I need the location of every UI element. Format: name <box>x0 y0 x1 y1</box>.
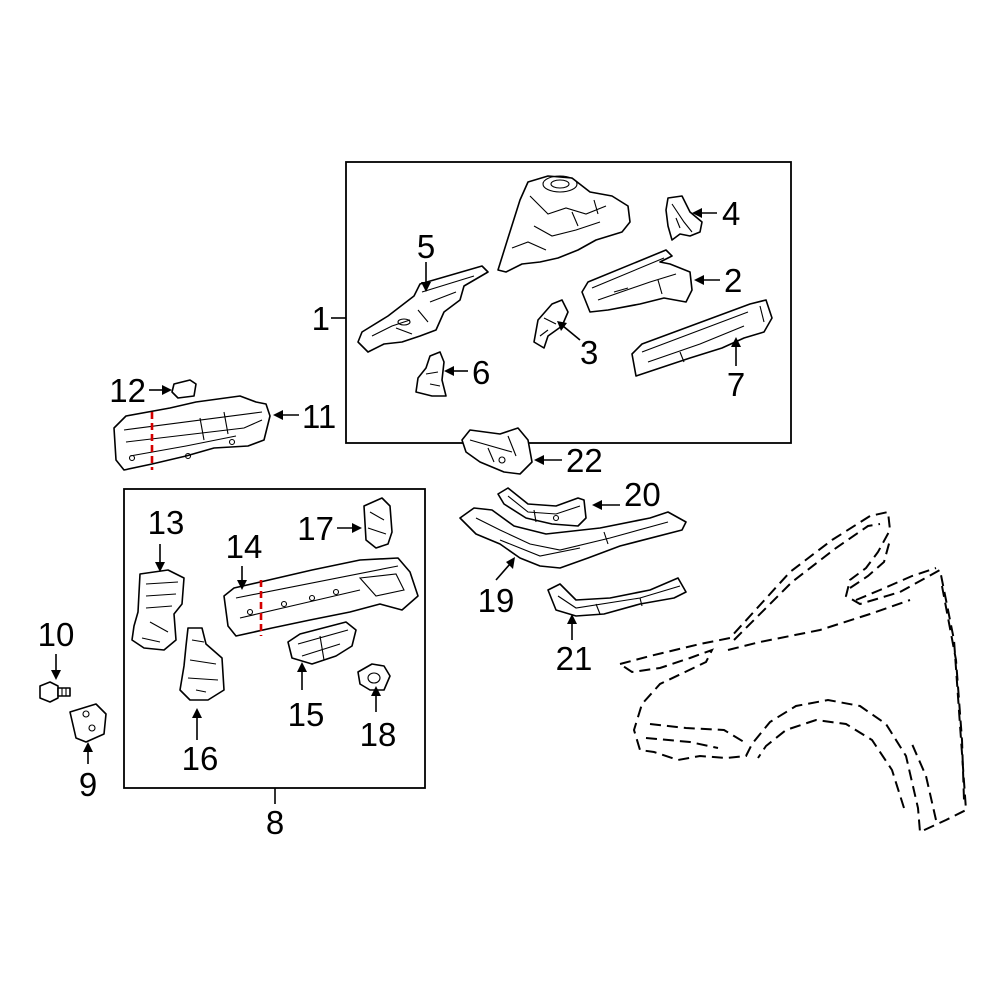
callout-8: 8 <box>266 804 284 841</box>
leader-19 <box>495 557 515 581</box>
leader-15 <box>297 662 307 690</box>
part-17[interactable] <box>363 497 393 549</box>
group-box-1 <box>345 161 792 444</box>
callout-14: 14 <box>226 528 263 565</box>
fender-phantom-outline <box>617 510 968 834</box>
leader-17 <box>337 523 362 533</box>
callout-7: 7 <box>727 366 745 403</box>
callout-9: 9 <box>79 766 97 803</box>
callout-19: 19 <box>478 582 515 619</box>
part-19[interactable] <box>459 507 687 569</box>
part-9-plate[interactable] <box>69 703 107 743</box>
leader-3 <box>557 321 581 341</box>
leader-13 <box>155 544 165 572</box>
callout-2: 2 <box>724 262 742 299</box>
leader-2 <box>694 275 720 285</box>
leader-12 <box>149 385 172 395</box>
part-16[interactable] <box>179 627 225 701</box>
callout-20: 20 <box>624 476 661 513</box>
callout-4: 4 <box>722 195 740 232</box>
part-20[interactable] <box>497 487 587 527</box>
part-15[interactable] <box>287 621 357 665</box>
leader-14 <box>237 566 247 590</box>
callout-10: 10 <box>38 616 75 653</box>
leader-18 <box>371 686 381 712</box>
part-7[interactable] <box>631 299 773 377</box>
callout-21: 21 <box>556 640 593 677</box>
callout-15: 15 <box>288 696 325 733</box>
part-14[interactable] <box>223 557 419 637</box>
callout-6: 6 <box>472 354 490 391</box>
part-12[interactable] <box>171 379 197 399</box>
leader-7 <box>731 337 741 366</box>
callout-1: 1 <box>312 300 330 337</box>
part-4[interactable] <box>665 195 703 241</box>
callout-5: 5 <box>417 228 435 265</box>
leader-5 <box>421 262 431 292</box>
leader-10 <box>51 654 61 680</box>
leader-22 <box>534 455 562 465</box>
leader-16 <box>192 708 202 740</box>
part-2[interactable] <box>581 249 693 313</box>
callout-18: 18 <box>360 716 397 753</box>
leader-20 <box>592 500 620 510</box>
part-10-bolt[interactable] <box>39 681 71 703</box>
part-6[interactable] <box>415 351 447 397</box>
callout-13: 13 <box>148 504 185 541</box>
part-5[interactable] <box>357 265 489 353</box>
leader-6 <box>444 366 468 376</box>
callout-12: 12 <box>109 372 146 409</box>
callout-17: 17 <box>297 510 334 547</box>
callout-11: 11 <box>302 398 336 435</box>
leader-21 <box>567 614 577 640</box>
part-18[interactable] <box>357 663 391 691</box>
part-22[interactable] <box>461 427 533 475</box>
callout-22: 22 <box>566 442 603 479</box>
leader-9 <box>83 742 93 764</box>
part-apron-upper[interactable] <box>497 175 631 273</box>
callout-16: 16 <box>182 740 219 777</box>
leader-4 <box>692 208 717 218</box>
callout-3: 3 <box>580 334 598 371</box>
part-21[interactable] <box>547 577 687 617</box>
leader-11 <box>273 410 299 420</box>
part-13[interactable] <box>131 569 185 651</box>
